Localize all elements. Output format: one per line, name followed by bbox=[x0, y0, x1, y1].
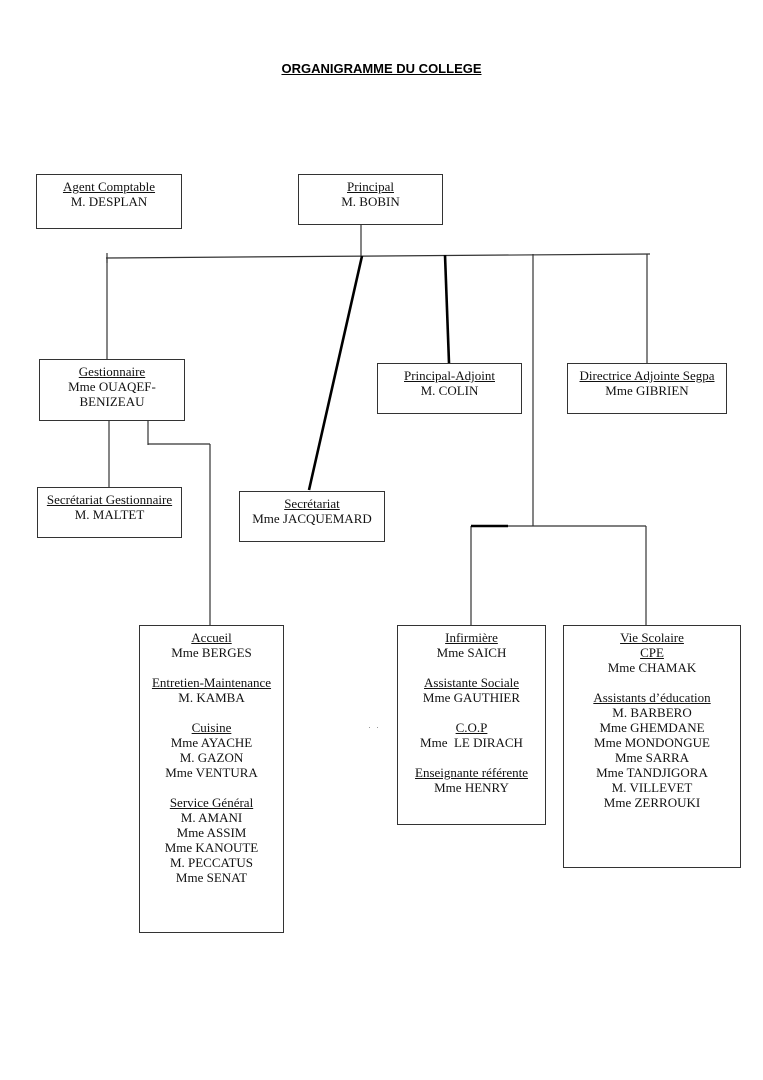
principal-adjoint-drop bbox=[443, 254, 451, 364]
secretariat-diagonal bbox=[307, 255, 364, 491]
person-name: M. VILLEVET bbox=[611, 780, 693, 795]
role-label: Vie Scolaire bbox=[620, 630, 684, 645]
stray-dot bbox=[377, 727, 378, 728]
person-name: Mme SENAT bbox=[175, 870, 248, 885]
person-name: Mme ASSIM bbox=[176, 825, 247, 840]
person-name: Mme SAICH bbox=[436, 645, 507, 660]
person-name: Mme CHAMAK bbox=[607, 660, 697, 675]
person-name: Mme TANDJIGORA bbox=[596, 765, 708, 780]
person-name: BENIZEAU bbox=[79, 394, 145, 409]
person-name: Mme AYACHE bbox=[170, 735, 253, 750]
person-name: M. DESPLAN bbox=[70, 194, 148, 209]
person-name: M. COLIN bbox=[420, 383, 479, 398]
box-directrice-segpa: Directrice Adjointe Segpa Mme GIBRIEN bbox=[567, 363, 727, 414]
page-title: ORGANIGRAMME DU COLLEGE bbox=[281, 61, 482, 76]
role-label: C.O.P bbox=[455, 720, 488, 735]
box-secretariat: Secrétariat Mme JACQUEMARD bbox=[239, 491, 385, 542]
role-label: Principal bbox=[347, 179, 394, 194]
person-name: M. AMANI bbox=[180, 810, 243, 825]
main-horizontal-bar bbox=[105, 253, 651, 259]
person-name: M. BARBERO bbox=[612, 705, 692, 720]
box-medico-social: Infirmière Mme SAICH Assistante Sociale … bbox=[397, 625, 546, 825]
box-secretariat-gestionnaire: Secrétariat Gestionnaire M. MALTET bbox=[37, 487, 182, 538]
role-label: Gestionnaire bbox=[78, 364, 146, 379]
role-label: CPE bbox=[640, 645, 664, 660]
person-name: Mme LE DIRACH bbox=[420, 735, 523, 750]
role-label: Directrice Adjointe Segpa bbox=[579, 368, 715, 383]
person-name: Mme VENTURA bbox=[165, 765, 258, 780]
person-name: M. BOBIN bbox=[341, 194, 400, 209]
person-name: Mme JACQUEMARD bbox=[252, 511, 372, 526]
role-label: Secrétariat Gestionnaire bbox=[46, 492, 173, 507]
person-name: Mme GAUTHIER bbox=[422, 690, 521, 705]
person-name: M. MALTET bbox=[74, 507, 145, 522]
box-principal-adjoint: Principal-Adjoint M. COLIN bbox=[377, 363, 522, 414]
box-vie-scolaire: Vie Scolaire CPE Mme CHAMAK Assistants d… bbox=[563, 625, 741, 868]
person-name: Mme GHEMDANE bbox=[599, 720, 705, 735]
person-name: Mme HENRY bbox=[434, 780, 509, 795]
role-label: Assistante Sociale bbox=[424, 675, 519, 690]
role-label: Accueil bbox=[191, 630, 232, 645]
person-name: Mme SARRA bbox=[614, 750, 690, 765]
box-principal: Principal M. BOBIN bbox=[298, 174, 443, 225]
box-gestionnaire: Gestionnaire Mme OUAQEF- BENIZEAU bbox=[39, 359, 185, 421]
person-name: Mme ZERROUKI bbox=[603, 795, 701, 810]
person-name: M. PECCATUS bbox=[169, 855, 254, 870]
person-name: M. KAMBA bbox=[178, 690, 245, 705]
role-label: Entretien-Maintenance bbox=[151, 675, 272, 690]
person-name: Mme KANOUTE bbox=[164, 840, 259, 855]
role-label: Secrétariat bbox=[284, 496, 340, 511]
person-name: Mme BERGES bbox=[171, 645, 252, 660]
role-label: Service Général bbox=[169, 795, 254, 810]
person-name: Mme MONDONGUE bbox=[594, 735, 710, 750]
role-label: Principal-Adjoint bbox=[404, 368, 495, 383]
role-label: Enseignante référente bbox=[415, 765, 528, 780]
box-agent-comptable: Agent Comptable M. DESPLAN bbox=[36, 174, 182, 229]
role-label: Agent Comptable bbox=[62, 179, 156, 194]
person-name: Mme GIBRIEN bbox=[605, 383, 689, 398]
person-name: Mme OUAQEF- bbox=[68, 379, 156, 394]
role-label: Infirmière bbox=[445, 630, 498, 645]
role-label: Cuisine bbox=[191, 720, 232, 735]
box-agents: Accueil Mme BERGES Entretien-Maintenance… bbox=[139, 625, 284, 933]
person-name: M. GAZON bbox=[179, 750, 244, 765]
stray-dot bbox=[369, 727, 370, 728]
role-label: Assistants d’éducation bbox=[593, 690, 711, 705]
